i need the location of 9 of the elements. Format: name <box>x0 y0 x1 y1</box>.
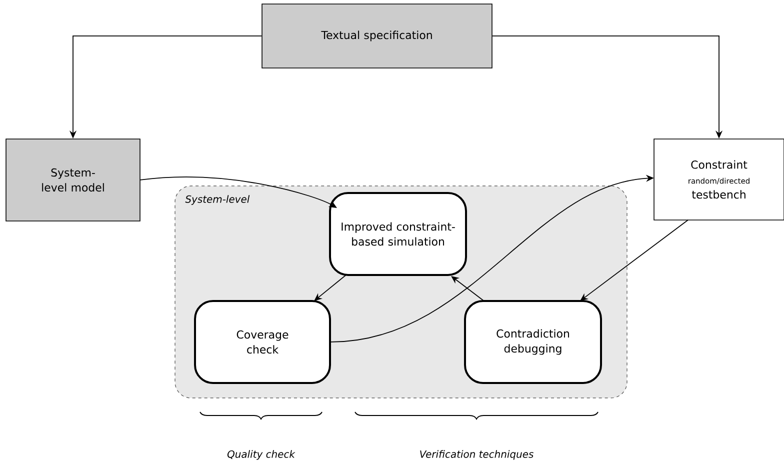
process-box: Improved constraint-based simulation <box>329 192 467 276</box>
process-box: Coverage check <box>194 300 331 384</box>
brace-label: Quality check <box>227 450 296 460</box>
process-box: System-level model <box>6 138 140 222</box>
process-box: Textual specification <box>262 4 492 68</box>
arrow <box>580 220 688 301</box>
arrow <box>314 274 346 301</box>
process-box: Contradiction debugging <box>464 300 602 384</box>
brace-label: Verification techniques <box>420 450 534 460</box>
